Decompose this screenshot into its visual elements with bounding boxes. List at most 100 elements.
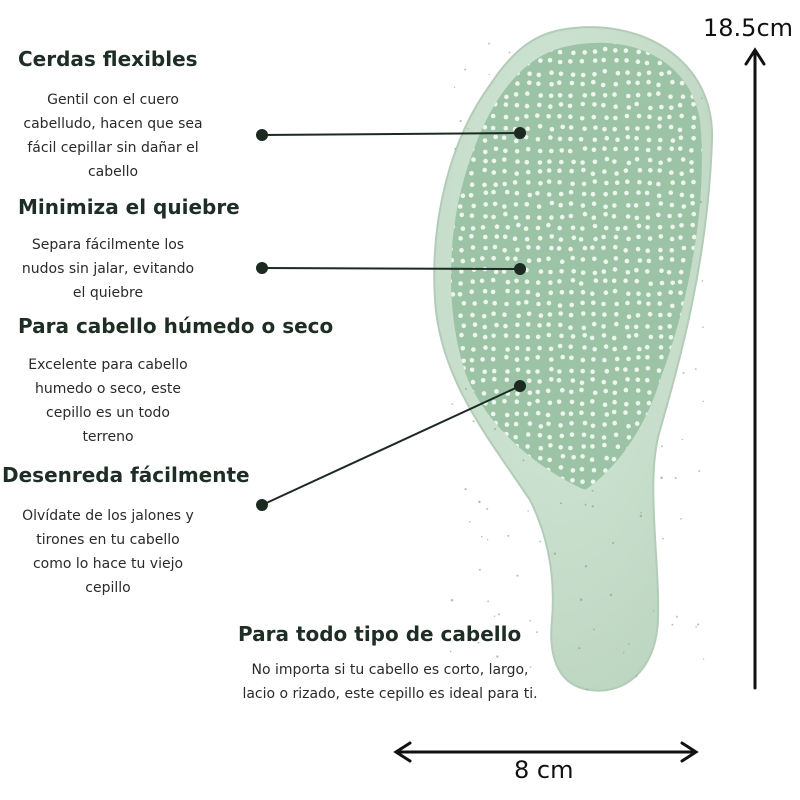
bristle-tip (636, 71, 642, 77)
bristle-tip (470, 226, 476, 231)
speckle (671, 623, 674, 626)
bristle-tip (601, 301, 606, 307)
bristle-tip (702, 69, 707, 74)
bristle-tip (647, 180, 653, 186)
bristle-tip (437, 147, 442, 152)
bristle-tip (482, 324, 488, 330)
bristle-tip (612, 159, 617, 164)
bristle-tip (613, 432, 619, 438)
bristle-tip (493, 182, 499, 187)
bristle-tip (614, 312, 619, 317)
bristle-tip (527, 80, 532, 85)
speckle (449, 650, 452, 653)
bristle-tip (535, 280, 541, 285)
bristle-tip (437, 82, 442, 87)
bristle-tip (547, 400, 553, 406)
bristle-tip (670, 400, 675, 405)
bristle-tip (633, 203, 639, 208)
bristle-tip (557, 168, 562, 173)
bristle-tip (570, 181, 575, 187)
bristle-tip (603, 204, 608, 210)
bristle-tip (656, 368, 662, 373)
bristle-tip (505, 225, 511, 230)
speckle (652, 610, 655, 612)
bristle-tip (514, 190, 520, 196)
bristle-tip (626, 203, 631, 208)
bristle-tip (568, 213, 574, 219)
bristle-tip (535, 410, 541, 416)
bristle-tip (658, 160, 663, 165)
speckle (498, 613, 500, 616)
bristle-tip (436, 69, 441, 74)
speckle (454, 148, 457, 150)
bristle-tip (689, 168, 694, 173)
bristle-tip (535, 369, 540, 374)
bristle-tip (644, 344, 650, 350)
bristle-tip (678, 378, 683, 384)
bristle-tip (658, 345, 664, 350)
bristle-tip (558, 423, 563, 428)
bristle-tip (648, 281, 653, 287)
bristle-tip (483, 149, 488, 155)
bristle-tip (668, 190, 674, 195)
bristle-tip (623, 410, 628, 415)
bristle-tip (461, 301, 467, 306)
bristle-tip (480, 256, 485, 261)
bristle-tip (537, 102, 542, 108)
bristle-tip (591, 321, 597, 327)
bristle-tip (701, 291, 702, 297)
bristle-tip (581, 325, 587, 331)
bristle-tip (525, 432, 531, 437)
bristle-tip (601, 245, 606, 251)
bristle-tip (439, 391, 444, 396)
bristle-tip (702, 49, 707, 54)
bristle-tip (635, 401, 641, 406)
bristle-tip (623, 146, 629, 151)
bristle-tip (557, 136, 563, 142)
bristle-tip (623, 248, 628, 253)
bristle-tip (678, 42, 684, 44)
bristle-tip (460, 115, 466, 121)
bristle-tip (546, 179, 552, 184)
bristle-tip (680, 401, 685, 407)
bristle-tip (491, 255, 497, 261)
bristle-tip (648, 168, 653, 173)
bristle-tip (699, 411, 702, 417)
bristle-tip (691, 179, 696, 185)
bristle-tip (580, 368, 585, 374)
bristle-tip (634, 421, 640, 426)
desc-line: lacio o rizado, este cepillo es ideal pa… (242, 686, 538, 702)
bristle-tip (525, 169, 531, 175)
bristle-tip (677, 102, 683, 108)
bristle-tip (525, 322, 531, 327)
bristle-tip (657, 291, 662, 297)
speckle (527, 510, 529, 512)
bristle-tip (634, 136, 639, 141)
bristle-tip (480, 378, 486, 383)
bristle-tip (483, 190, 489, 195)
bristle-tip (482, 37, 487, 42)
bristle-tip (680, 388, 685, 393)
speckle (697, 623, 700, 626)
bristle-tip (436, 61, 441, 66)
bristle-tip (502, 248, 508, 253)
bristle-tip (470, 245, 476, 250)
bristle-tip (558, 465, 564, 470)
bristle-tip (681, 465, 686, 471)
bristle-tip (481, 477, 487, 482)
bristle-tip (458, 488, 464, 491)
bristle-tip (634, 156, 640, 162)
bristle-tip (647, 390, 652, 395)
bristle-tip (524, 202, 530, 207)
bristle-tip (647, 311, 653, 317)
bristle-tip (580, 300, 585, 306)
bristle-tip (691, 211, 697, 217)
bristle-tip (481, 313, 487, 319)
bristle-tip (461, 81, 467, 87)
bristle-tip (590, 434, 595, 439)
bristle-tip (536, 204, 542, 209)
bristle-tip (602, 422, 607, 427)
bristle-tip (615, 70, 621, 76)
bristle-tip (504, 412, 510, 418)
bristle-tip (591, 147, 597, 153)
